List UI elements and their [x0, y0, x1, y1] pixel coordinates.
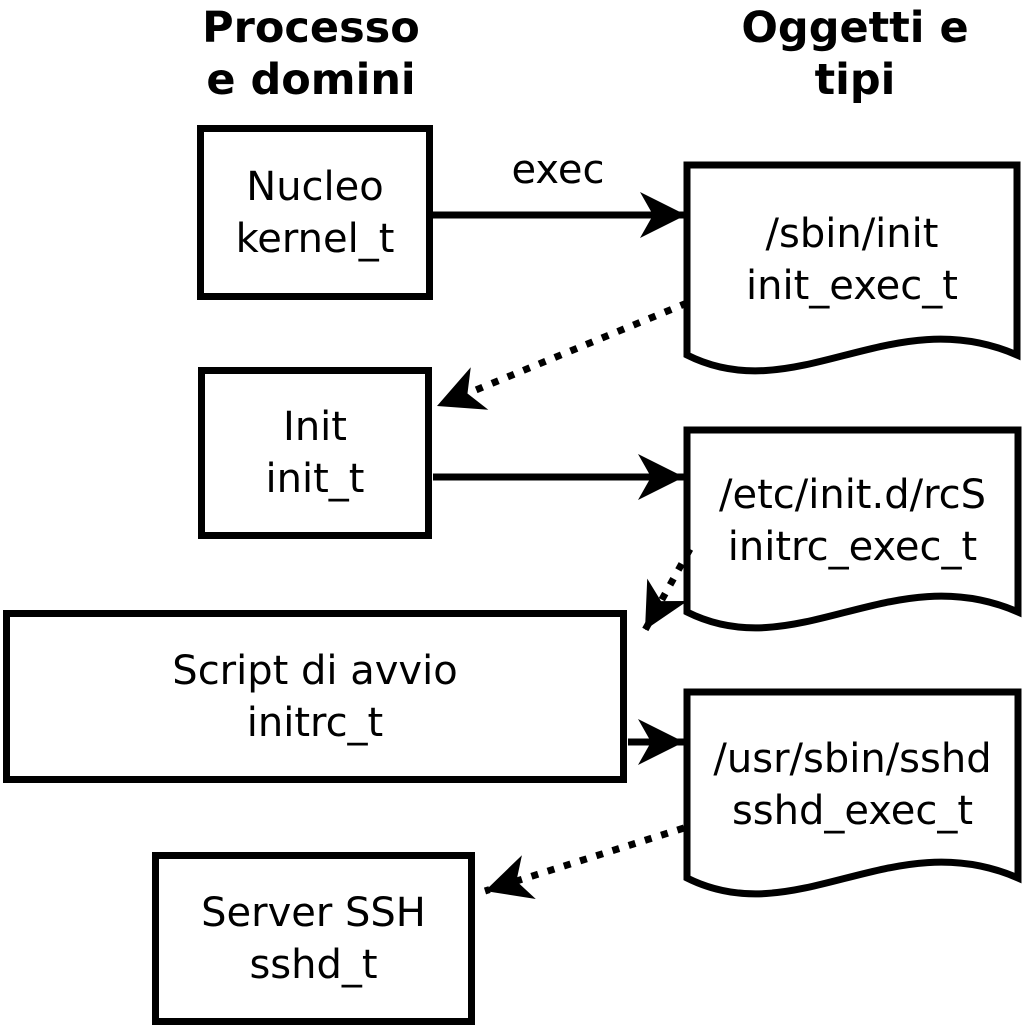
process-domain-type: kernel_t [235, 215, 395, 262]
process-name: Server SSH [201, 889, 426, 936]
document-shape-sbin-init [683, 161, 1021, 375]
process-box-kernel: Nucleo kernel_t [197, 125, 433, 300]
process-name: Nucleo [246, 163, 384, 210]
process-box-init: Init init_t [198, 367, 432, 539]
process-box-initrc: Script di avvio initrc_t [3, 610, 627, 783]
document-shape-usr-sbin-sshd [683, 688, 1022, 898]
process-box-sshd: Server SSH sshd_t [152, 852, 475, 1025]
process-domain-type: init_t [265, 456, 365, 502]
arrow-transition-rcsfile-to-initrc-domain [641, 547, 694, 632]
column-header-processes: Processo e domini [202, 3, 420, 105]
column-header-objects: Oggetti e tipi [741, 3, 969, 105]
arrow-transition-initfile-to-init-domain [435, 299, 689, 410]
document-shape-etc-initd-rcs [683, 426, 1022, 632]
process-domain-type: sshd_t [249, 941, 378, 988]
process-name: Init [283, 404, 347, 450]
process-domain-type: initrc_t [246, 699, 384, 746]
process-name: Script di avvio [172, 647, 458, 694]
arrow-transition-sshdfile-to-sshd-domain [483, 824, 686, 900]
exec-arrow-label: exec [511, 147, 605, 193]
